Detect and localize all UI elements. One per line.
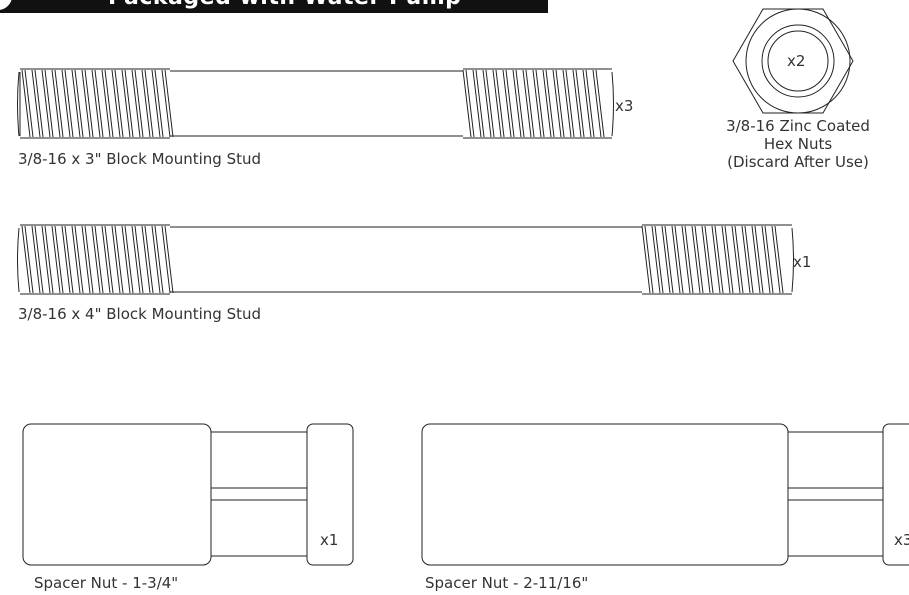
spacer-long-label: Spacer Nut - 2-11/16" [425, 574, 589, 592]
stud-4in-drawing [17, 224, 794, 295]
spacer-short-label: Spacer Nut - 1-3/4" [34, 574, 179, 592]
banner-title: Packaged with Water Pump [108, 0, 461, 10]
hex-nut-label: 3/8-16 Zinc Coated Hex Nuts (Discard Aft… [700, 117, 896, 171]
stud-3in-label: 3/8-16 x 3" Block Mounting Stud [18, 150, 262, 168]
hex-nut-label-line1: 3/8-16 Zinc Coated [726, 117, 870, 135]
section-banner: Packaged with Water Pump [0, 0, 548, 13]
hex-nut-label-line2: Hex Nuts [763, 135, 833, 153]
spacer-long-drawing [421, 423, 909, 566]
stud-4in-label: 3/8-16 x 4" Block Mounting Stud [18, 305, 262, 323]
stud-3in-qty: x3 [615, 97, 634, 115]
spacer-short-qty: x1 [320, 531, 339, 549]
stud-4in-qty: x1 [793, 253, 812, 271]
spacer-long-qty: x3 [894, 531, 909, 549]
hex-nut-qty: x2 [787, 52, 806, 70]
stud-3in-drawing [17, 68, 614, 139]
spacer-short-drawing [22, 423, 354, 566]
hex-nut-drawing [732, 8, 854, 114]
hex-nut-label-line3: (Discard After Use) [727, 153, 869, 171]
